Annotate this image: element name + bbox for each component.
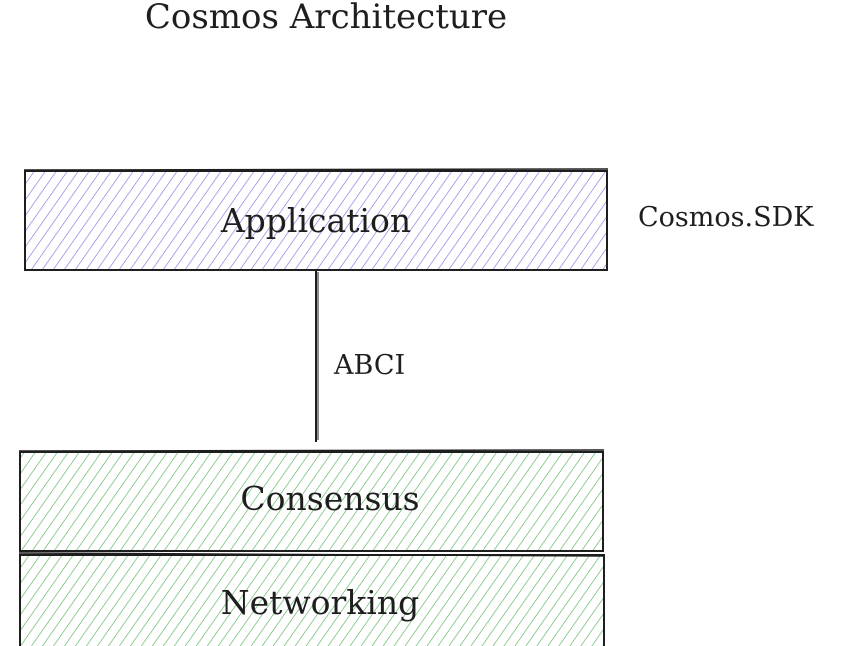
application-box [24, 170, 608, 271]
sdk-label: Cosmos.SDK [638, 202, 814, 233]
application-node[interactable]: Application [23, 168, 609, 271]
diagram-title: Cosmos Architecture [145, 0, 507, 37]
abci-label: ABCI [333, 350, 405, 381]
networking-box [19, 554, 605, 646]
networking-label: Networking [221, 583, 419, 622]
consensus-label: Consensus [240, 479, 419, 518]
networking-node[interactable]: Networking [18, 552, 606, 646]
consensus-box [19, 451, 604, 552]
abci-connector: ABCI [315, 270, 405, 442]
consensus-node[interactable]: Consensus [18, 449, 605, 552]
application-label: Application [220, 201, 411, 240]
